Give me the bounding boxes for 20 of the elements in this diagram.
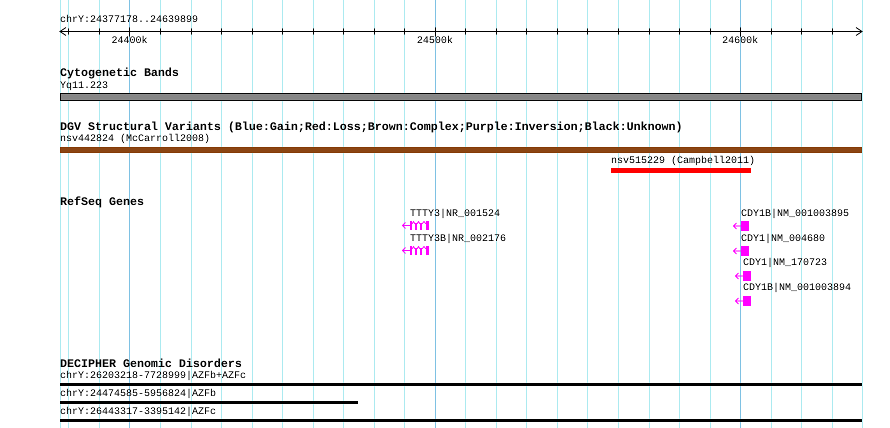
feature-label: CDY1|NM_004680: [741, 233, 826, 246]
feature-label: Yq11.223: [60, 80, 108, 93]
tick-label: 24500k: [416, 35, 453, 48]
feature-label: CDY1B|NM_001003895: [741, 208, 850, 221]
region-label: chrY:24377178..24639899: [60, 14, 198, 27]
feature-label: chrY:26203218-7728999|AZFb+AZFc: [60, 370, 246, 383]
feature-label: chrY:26443317-3395142|AZFc: [60, 406, 216, 419]
feature-label: CDY1|NM_170723: [743, 257, 828, 270]
track-title: DECIPHER Genomic Disorders: [60, 358, 242, 371]
feature-label: TTTY3|NR_001524: [410, 208, 500, 221]
feature-label: CDY1B|NM_001003894: [743, 282, 852, 295]
feature-label: chrY:24474585-5956824|AZFb: [60, 388, 216, 401]
tick-label: 24400k: [111, 35, 148, 48]
track-title: DGV Structural Variants (Blue:Gain;Red:Loss;Brown:Complex;Purple:Inversion;Black:Unknown): [60, 121, 683, 134]
track-title: Cytogenetic Bands: [60, 67, 179, 80]
tick-label: 24600k: [722, 35, 758, 48]
feature-label: TTTY3B|NR_002176: [410, 233, 506, 246]
feature-label: nsv515229 (Campbell2011): [611, 155, 756, 168]
track-title: RefSeq Genes: [60, 196, 144, 209]
feature-label: nsv442824 (McCarroll2008): [60, 133, 210, 146]
